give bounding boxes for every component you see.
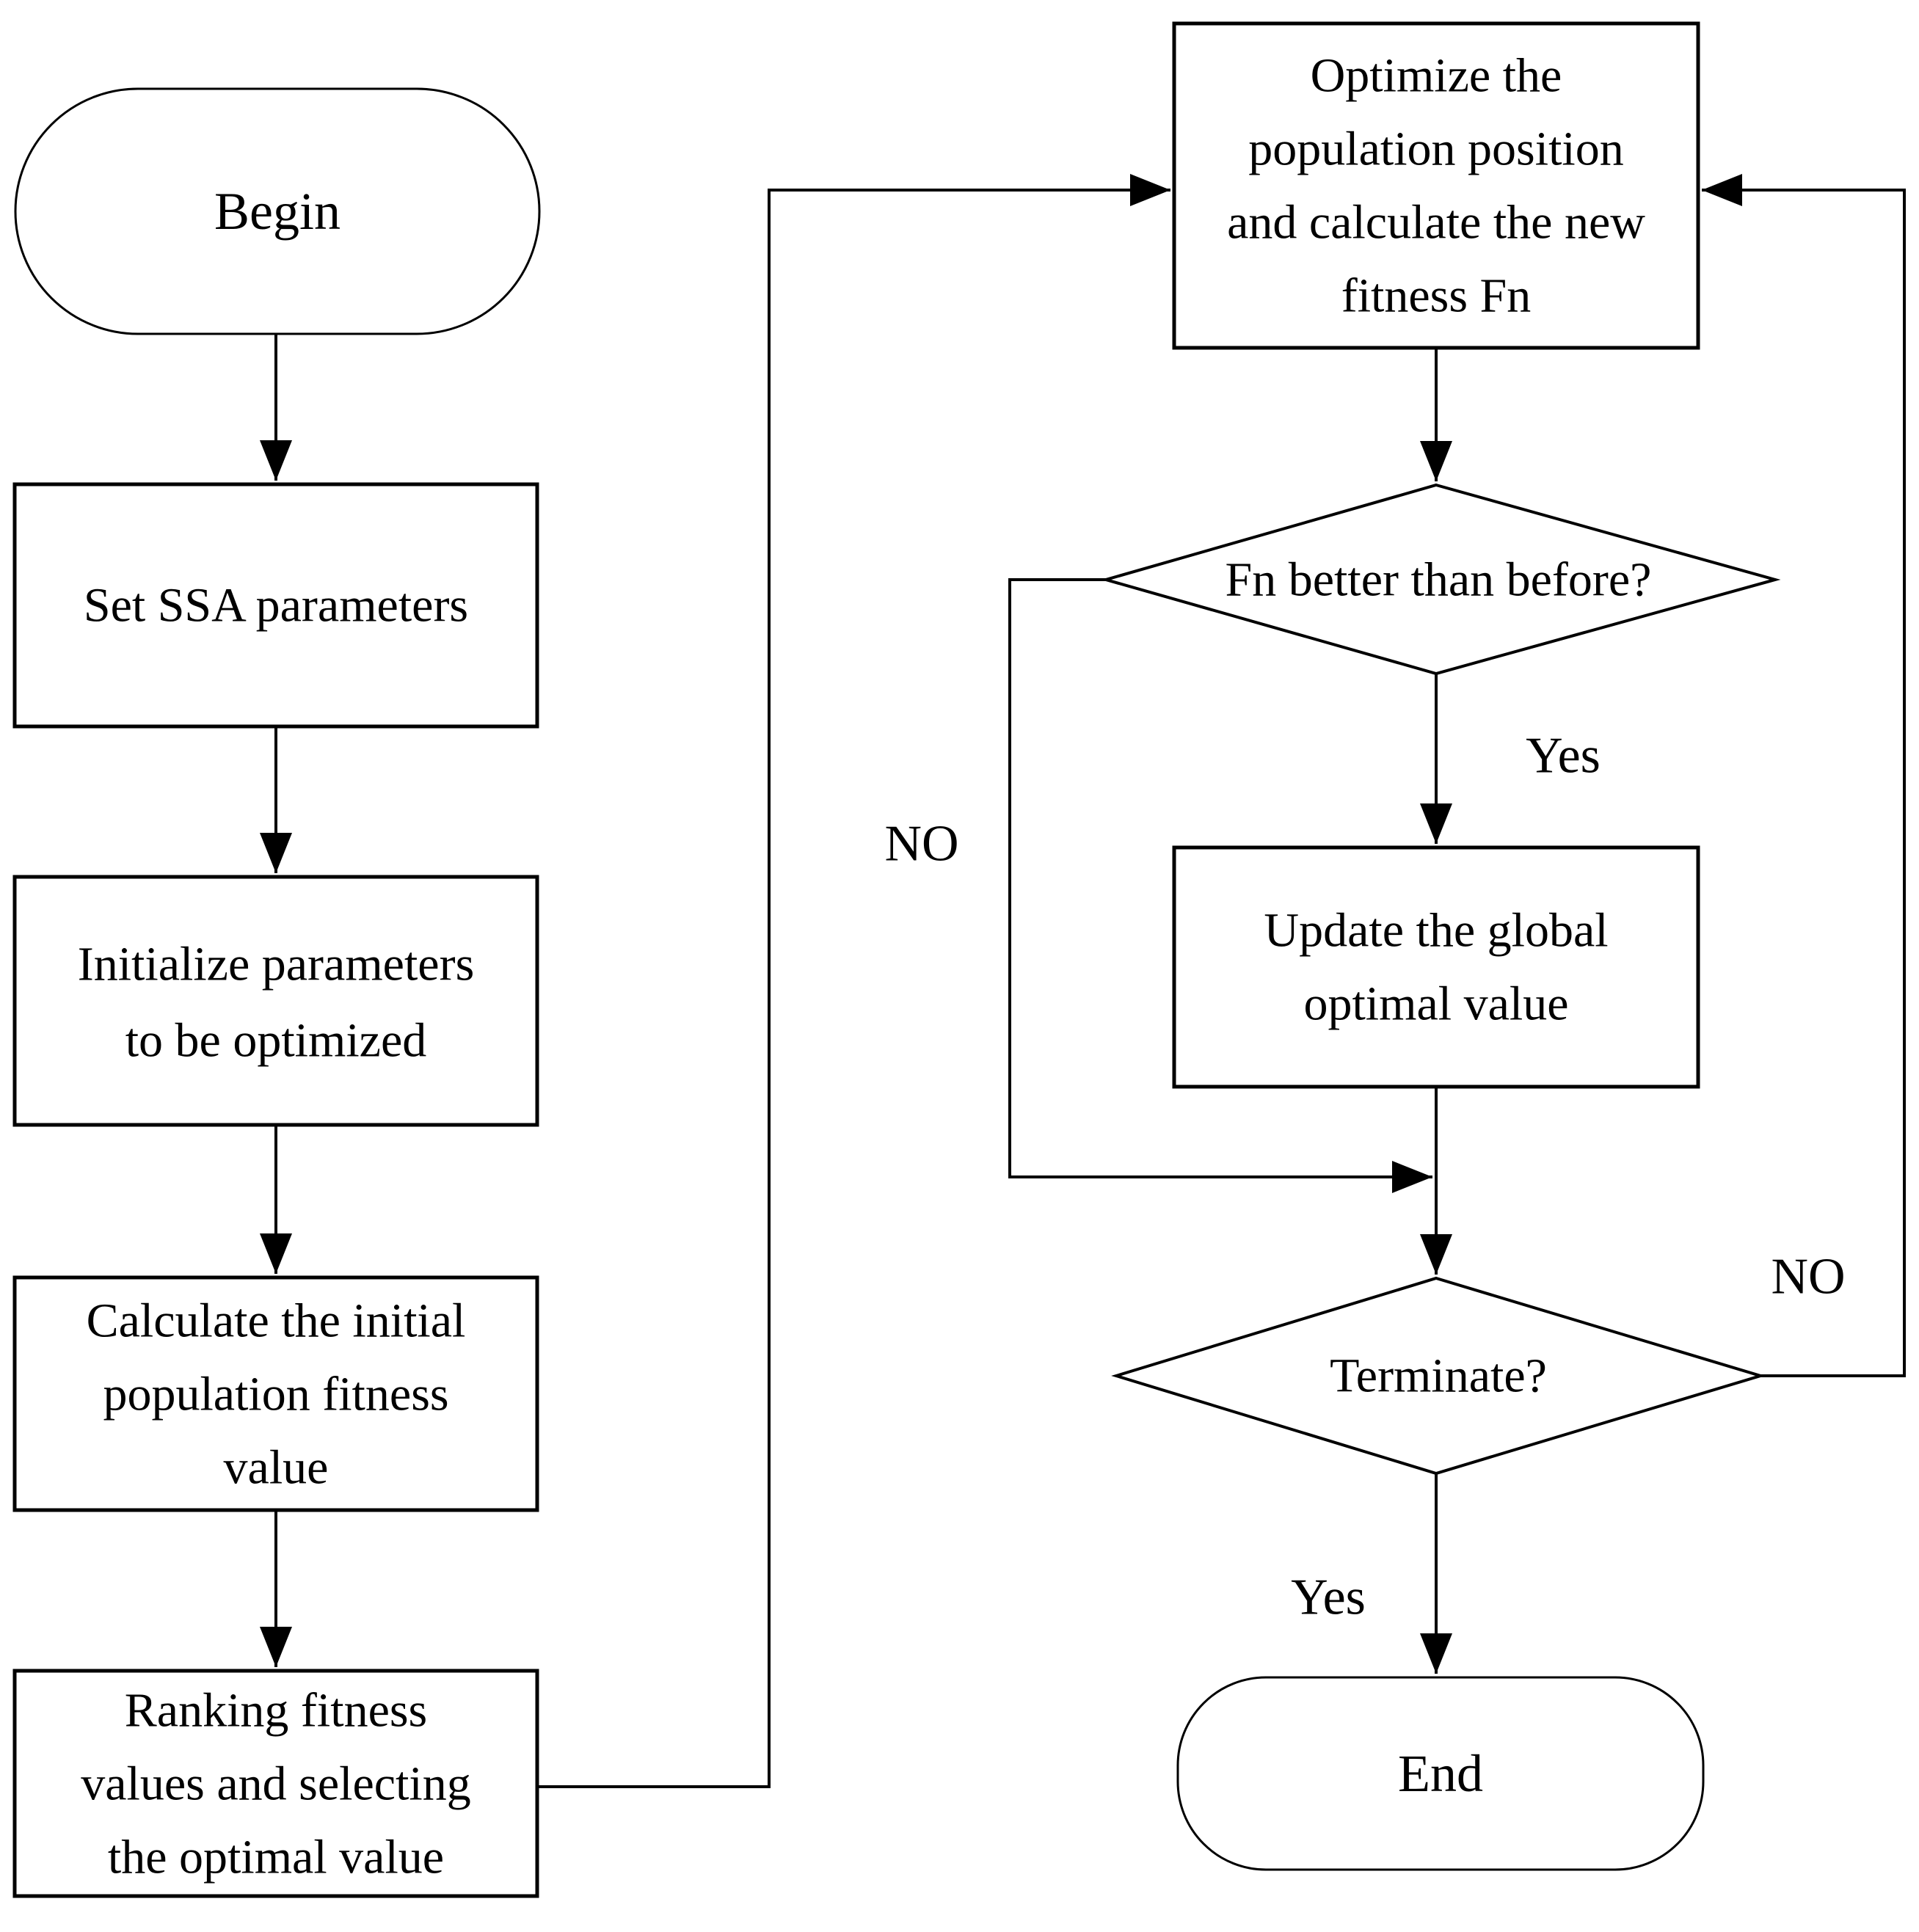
yes-label-terminate: Yes bbox=[1291, 1570, 1366, 1626]
terminate-label: Terminate? bbox=[1330, 1349, 1547, 1403]
ranking-fitness-line3: the optimal value bbox=[108, 1831, 444, 1884]
optimize-population-line1: Optimize the bbox=[1311, 49, 1562, 103]
ranking-fitness-line1: Ranking fitness bbox=[125, 1684, 427, 1738]
calculate-fitness-box bbox=[12, 1275, 539, 1512]
no-label-fn-better: NO bbox=[884, 816, 958, 872]
terminate-decision bbox=[1111, 1276, 1766, 1476]
ranking-fitness-line2: values and selecting bbox=[81, 1757, 470, 1811]
update-global-box bbox=[1172, 845, 1700, 1089]
initialize-parameters-box bbox=[12, 875, 539, 1127]
calculate-fitness-line2: population fitness bbox=[103, 1368, 448, 1421]
begin-terminator bbox=[14, 87, 541, 335]
set-ssa-parameters-box bbox=[12, 482, 539, 729]
begin-label: Begin bbox=[214, 182, 341, 241]
calculate-fitness-line3: value bbox=[224, 1441, 329, 1495]
edge-terminate-no-to-optimize bbox=[1702, 174, 1906, 1377]
initialize-parameters-line2: to be optimized bbox=[125, 1014, 427, 1068]
optimize-population-line4: fitness Fn bbox=[1341, 269, 1532, 323]
fn-better-decision bbox=[1100, 483, 1781, 676]
update-global-line2: optimal value bbox=[1303, 977, 1568, 1031]
optimize-population-line3: and calculate the new bbox=[1227, 196, 1645, 249]
set-ssa-parameters-label: Set SSA parameters bbox=[84, 579, 468, 633]
no-label-terminate: NO bbox=[1771, 1249, 1845, 1305]
calculate-fitness-line1: Calculate the initial bbox=[87, 1294, 466, 1348]
end-label: End bbox=[1398, 1744, 1483, 1803]
yes-label-fn-better: Yes bbox=[1526, 728, 1601, 784]
edge-ranking-to-optimize bbox=[537, 174, 1170, 1788]
end-terminator bbox=[1176, 1676, 1705, 1871]
optimize-population-line2: population position bbox=[1248, 123, 1624, 176]
optimize-population-box bbox=[1172, 21, 1700, 350]
ranking-fitness-box bbox=[12, 1669, 539, 1898]
fn-better-label: Fn better than before? bbox=[1226, 553, 1652, 607]
edge-fn-better-no-to-junction bbox=[1008, 578, 1432, 1193]
update-global-line1: Update the global bbox=[1264, 904, 1608, 958]
initialize-parameters-line1: Initialize parameters bbox=[78, 938, 475, 991]
